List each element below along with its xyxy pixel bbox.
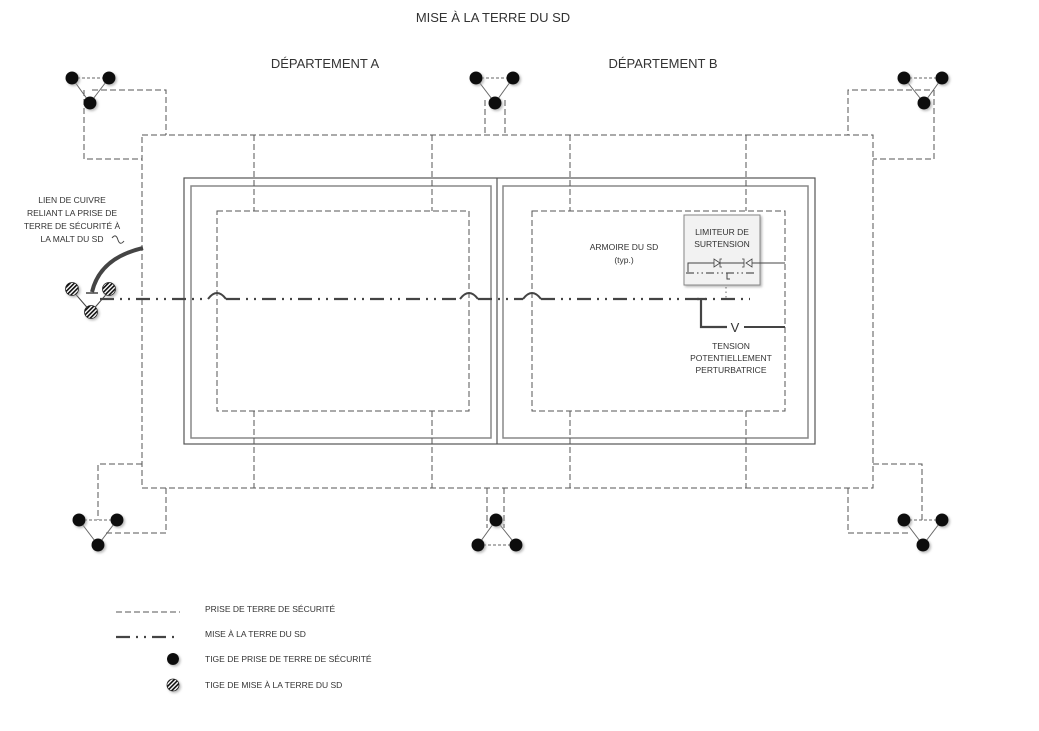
rod-cluster-bottom-right [897, 513, 949, 552]
voltage-symbol: V [731, 320, 740, 335]
rod-cluster-top-right [897, 71, 949, 110]
cabinet-label: ARMOIRE DU SD (typ.) [590, 242, 658, 265]
voltage-note: TENSION [712, 341, 750, 351]
department-b-label: DÉPARTEMENT B [608, 56, 717, 71]
department-a-label: DÉPARTEMENT A [271, 56, 380, 71]
sd-ground-rod [84, 305, 98, 319]
svg-text:LIEN DE CUIVRE: LIEN DE CUIVRE [38, 195, 106, 205]
legend: PRISE DE TERRE DE SÉCURITÉ MISE À LA TER… [116, 604, 372, 692]
svg-text:ARMOIRE DU SD: ARMOIRE DU SD [590, 242, 658, 252]
safety-ground-ring [141, 134, 874, 489]
surge-limiter: LIMITEUR DE SURTENSION [683, 214, 785, 299]
svg-text:TIGE DE MISE À LA TERRE DU SD: TIGE DE MISE À LA TERRE DU SD [205, 680, 342, 690]
department-b-safety-loop [531, 210, 786, 412]
copper-link-label: LIEN DE CUIVRE RELIANT LA PRISE DE TERRE… [24, 195, 121, 244]
legend-item-sd-rod: TIGE DE MISE À LA TERRE DU SD [166, 678, 342, 692]
sd-ground-rod [65, 282, 79, 296]
svg-text:PERTURBATRICE: PERTURBATRICE [695, 365, 766, 375]
svg-text:TIGE DE PRISE DE TERRE DE SÉCU: TIGE DE PRISE DE TERRE DE SÉCURITÉ [205, 654, 372, 664]
diagram-title: MISE À LA TERRE DU SD [416, 10, 570, 25]
rod-cluster-top-center [469, 71, 520, 110]
svg-text:PRISE DE TERRE DE SÉCURITÉ: PRISE DE TERRE DE SÉCURITÉ [205, 604, 336, 614]
safety-rod-icon [167, 653, 179, 665]
legend-item-safety-ground: PRISE DE TERRE DE SÉCURITÉ [116, 604, 336, 614]
building-walls [183, 177, 816, 445]
corner-loop-bottom-center [486, 488, 505, 528]
voltage-indicator: V TENSION POTENTIELLEMENT PERTURBATRICE [690, 297, 785, 375]
department-a-safety-loop [216, 210, 470, 412]
legend-item-safety-rod: TIGE DE PRISE DE TERRE DE SÉCURITÉ [167, 653, 372, 665]
svg-text:POTENTIELLEMENT: POTENTIELLEMENT [690, 353, 772, 363]
surge-limiter-label: LIMITEUR DE [695, 227, 749, 237]
safety-connectors [253, 135, 747, 488]
rod-cluster-top-left [65, 71, 116, 110]
rod-cluster-bottom-center [471, 513, 523, 552]
svg-text:SURTENSION: SURTENSION [694, 239, 750, 249]
svg-text:TERRE DE SÉCURITÉ À: TERRE DE SÉCURITÉ À [24, 221, 121, 231]
corner-loop-bottom-left [97, 463, 167, 534]
copper-link-arrow [86, 235, 144, 294]
svg-text:(typ.): (typ.) [614, 255, 634, 265]
safety-rod-clusters [65, 71, 949, 552]
corner-loop-top-center [484, 100, 506, 135]
diode-icon [713, 258, 721, 268]
sd-ground-rod-cluster [65, 282, 116, 319]
sd-ground-rod [102, 282, 116, 296]
corner-loop-bottom-right [847, 463, 923, 534]
svg-text:MISE À LA TERRE DU SD: MISE À LA TERRE DU SD [205, 629, 306, 639]
corner-loop-top-right [847, 89, 935, 160]
svg-text:RELIANT LA PRISE DE: RELIANT LA PRISE DE [27, 208, 117, 218]
sd-ground-line [100, 292, 750, 301]
corner-loop-top-left [83, 89, 167, 160]
legend-item-sd-ground: MISE À LA TERRE DU SD [116, 629, 306, 639]
svg-text:LA MALT DU SD: LA MALT DU SD [41, 234, 104, 244]
rod-cluster-bottom-left [72, 513, 124, 552]
sd-rod-icon [166, 678, 180, 692]
